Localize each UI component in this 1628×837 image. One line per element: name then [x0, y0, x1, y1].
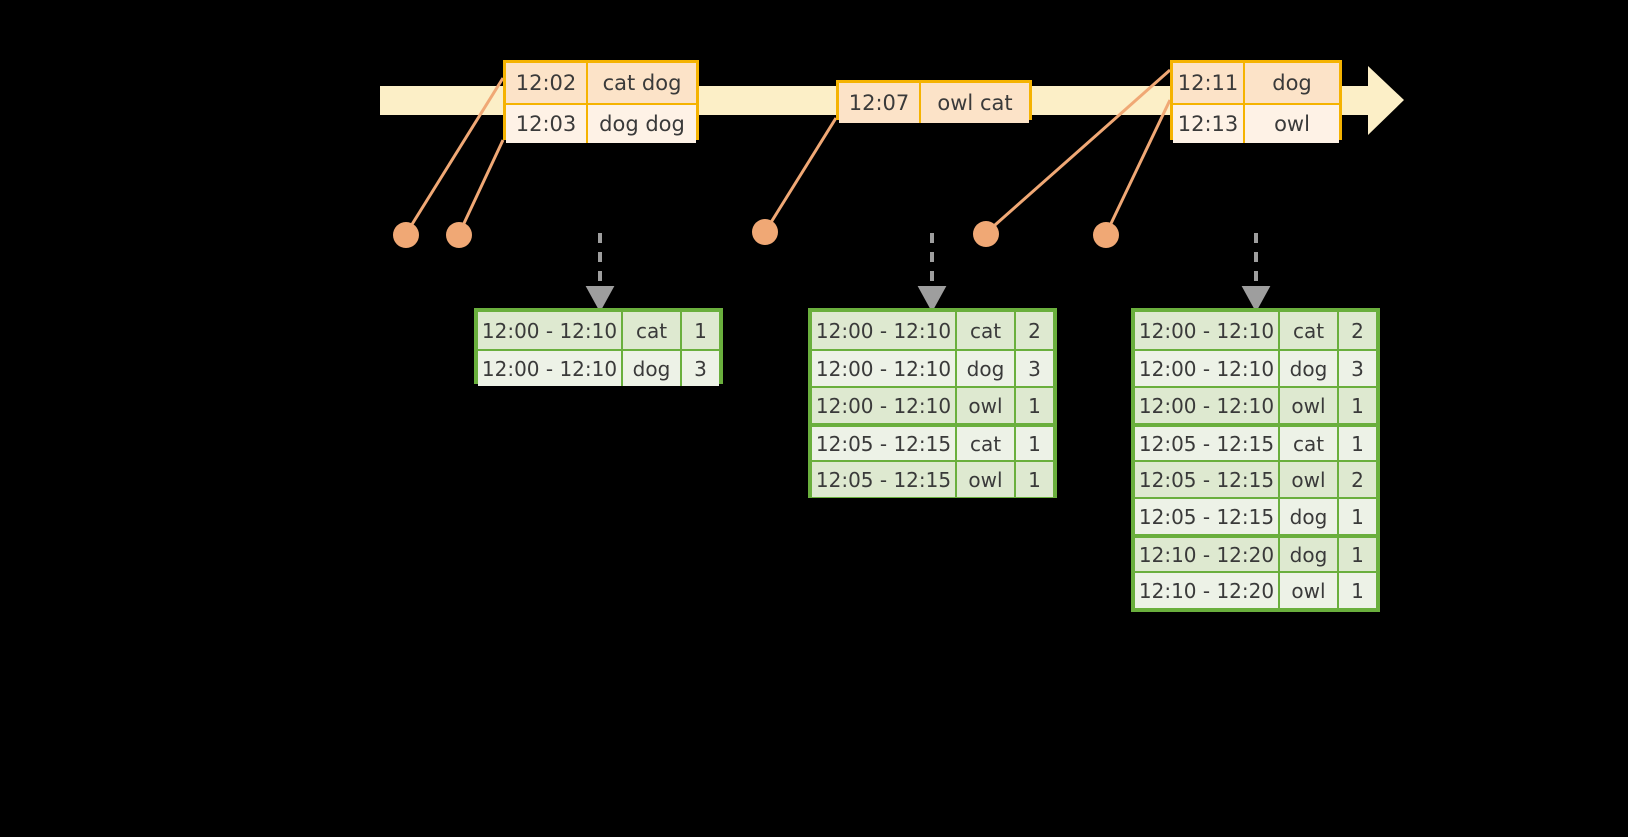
count-cell: 1 [1351, 393, 1364, 418]
key-cell: owl [1280, 573, 1339, 608]
result-table-3[interactable]: 12:00 - 12:10 cat 2 12:00 - 12:10 dog 3 … [1131, 308, 1380, 612]
window-cell: 12:05 - 12:15 [1135, 427, 1280, 460]
event-group-2[interactable]: 12:07 owl cat [836, 80, 1032, 123]
table-row[interactable]: 12:00 - 12:10 cat 2 [812, 312, 1053, 349]
key-cell: cat [1280, 312, 1339, 349]
window-cell: 12:00 - 12:10 [1135, 388, 1280, 423]
count-cell: 3 [1351, 356, 1364, 381]
event-time: 12:07 [839, 83, 921, 123]
key-cell: owl [1280, 388, 1339, 423]
event-value: owl cat [937, 91, 1013, 115]
result-table-1[interactable]: 12:00 - 12:10 cat 1 12:00 - 12:10 dog 3 [474, 308, 723, 386]
key-cell: cat [957, 427, 1016, 460]
table-row[interactable]: 12:00 - 12:10 cat 1 [478, 312, 719, 349]
count-cell: 2 [1351, 318, 1364, 343]
event-time: 12:13 [1173, 105, 1245, 143]
key-cell: owl [1280, 462, 1339, 497]
key-cell: cat [957, 312, 1016, 349]
window-cell: 12:00 - 12:10 [812, 388, 957, 423]
key-cell: dog [1280, 499, 1339, 534]
table-row[interactable]: 12:05 - 12:15 owl 2 [1135, 460, 1376, 497]
count-cell: 2 [1028, 318, 1041, 343]
key-cell: dog [1280, 538, 1339, 571]
event-row[interactable]: 12:03 dog dog [506, 103, 696, 143]
event-group-1[interactable]: 12:02 cat dog 12:03 dog dog [503, 60, 699, 143]
window-cell: 12:05 - 12:15 [1135, 462, 1280, 497]
key-cell: owl [957, 388, 1016, 423]
window-cell: 12:00 - 12:10 [1135, 351, 1280, 386]
event-row[interactable]: 12:02 cat dog [506, 63, 696, 103]
event-time: 12:02 [506, 63, 588, 103]
count-cell: 1 [1028, 393, 1041, 418]
window-cell: 12:00 - 12:10 [478, 312, 623, 349]
count-cell: 3 [1028, 356, 1041, 381]
emit-arrows [585, 233, 1271, 313]
event-value: cat dog [602, 71, 682, 95]
event-time: 12:03 [506, 105, 588, 143]
event-group-3[interactable]: 12:11 dog 12:13 owl [1170, 60, 1342, 143]
key-cell: cat [1280, 427, 1339, 460]
event-row[interactable]: 12:13 owl [1173, 103, 1339, 143]
source-dot [973, 221, 999, 247]
emit-arrow-3 [1241, 233, 1271, 313]
table-row[interactable]: 12:05 - 12:15 cat 1 [812, 423, 1053, 460]
count-cell: 1 [1028, 431, 1041, 456]
window-cell: 12:00 - 12:10 [1135, 312, 1280, 349]
window-cell: 12:10 - 12:20 [1135, 538, 1280, 571]
count-cell: 1 [1351, 542, 1364, 567]
result-table-2[interactable]: 12:00 - 12:10 cat 2 12:00 - 12:10 dog 3 … [808, 308, 1057, 498]
table-row[interactable]: 12:10 - 12:20 dog 1 [1135, 534, 1376, 571]
count-cell: 1 [1351, 431, 1364, 456]
event-value: dog dog [599, 112, 685, 136]
window-cell: 12:05 - 12:15 [812, 427, 957, 460]
table-row[interactable]: 12:00 - 12:10 dog 3 [478, 349, 719, 386]
source-dots [393, 219, 1119, 248]
source-dot [1093, 222, 1119, 248]
count-cell: 1 [1351, 578, 1364, 603]
table-row[interactable]: 12:00 - 12:10 dog 3 [812, 349, 1053, 386]
count-cell: 1 [1351, 504, 1364, 529]
table-row[interactable]: 12:10 - 12:20 owl 1 [1135, 571, 1376, 608]
count-cell: 3 [694, 356, 707, 381]
key-cell: dog [623, 351, 682, 386]
key-cell: owl [957, 462, 1016, 497]
count-cell: 2 [1351, 467, 1364, 492]
table-row[interactable]: 12:05 - 12:15 cat 1 [1135, 423, 1376, 460]
window-cell: 12:05 - 12:15 [812, 462, 957, 497]
window-cell: 12:00 - 12:10 [478, 351, 623, 386]
emit-arrow-2 [917, 233, 947, 313]
emit-arrow-1 [585, 233, 615, 313]
key-cell: dog [957, 351, 1016, 386]
source-dot [446, 222, 472, 248]
table-row[interactable]: 12:00 - 12:10 owl 1 [1135, 386, 1376, 423]
window-cell: 12:05 - 12:15 [1135, 499, 1280, 534]
window-cell: 12:10 - 12:20 [1135, 573, 1280, 608]
table-row[interactable]: 12:00 - 12:10 owl 1 [812, 386, 1053, 423]
key-cell: dog [1280, 351, 1339, 386]
event-row[interactable]: 12:11 dog [1173, 63, 1339, 103]
event-time: 12:11 [1173, 63, 1245, 103]
event-row[interactable]: 12:07 owl cat [839, 83, 1029, 123]
key-cell: cat [623, 312, 682, 349]
event-value: owl [1274, 112, 1310, 136]
count-cell: 1 [1028, 467, 1041, 492]
table-row[interactable]: 12:00 - 12:10 cat 2 [1135, 312, 1376, 349]
source-dot [752, 219, 778, 245]
table-row[interactable]: 12:05 - 12:15 owl 1 [812, 460, 1053, 497]
source-dot [393, 222, 419, 248]
window-cell: 12:00 - 12:10 [812, 312, 957, 349]
table-row[interactable]: 12:05 - 12:15 dog 1 [1135, 497, 1376, 534]
window-cell: 12:00 - 12:10 [812, 351, 957, 386]
count-cell: 1 [694, 318, 707, 343]
table-row[interactable]: 12:00 - 12:10 dog 3 [1135, 349, 1376, 386]
event-value: dog [1272, 71, 1312, 95]
